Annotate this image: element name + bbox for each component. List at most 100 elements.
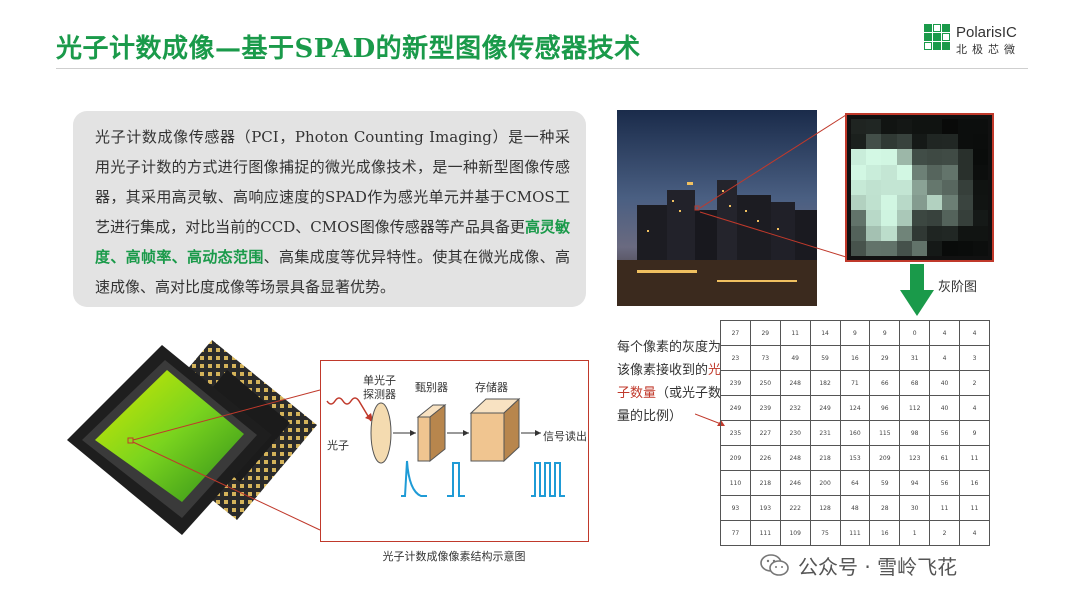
pixel-value-cell: 248 bbox=[779, 370, 811, 396]
zoom-pixel bbox=[896, 225, 912, 241]
zoom-pixel bbox=[972, 119, 988, 135]
zoom-pixel bbox=[851, 210, 867, 226]
zoom-pixel bbox=[896, 210, 912, 226]
pixel-value-cell: 30 bbox=[899, 495, 931, 521]
zoom-pixel bbox=[851, 240, 867, 256]
zoom-pixel bbox=[957, 179, 973, 196]
zoom-pixel bbox=[896, 119, 912, 135]
pixel-value-cell: 218 bbox=[809, 445, 841, 471]
zoom-pixel bbox=[911, 179, 928, 196]
pixel-value-cell: 73 bbox=[749, 345, 781, 371]
wechat-icon bbox=[760, 554, 789, 576]
zoom-pixel bbox=[927, 210, 943, 226]
night-city-photo bbox=[617, 110, 817, 306]
zoom-pixel bbox=[896, 240, 912, 256]
zoom-pixel bbox=[957, 149, 973, 165]
memory-label: 存储器 bbox=[475, 381, 508, 394]
header-divider bbox=[56, 68, 1028, 69]
pixel-value-cell: 94 bbox=[899, 470, 931, 496]
pixel-value-cell: 250 bbox=[749, 370, 781, 396]
pixel-value-cell: 96 bbox=[869, 395, 901, 421]
pixel-value-cell: 111 bbox=[839, 520, 871, 546]
watermark-text: 公众号 · 雪岭飞花 bbox=[798, 554, 958, 579]
readout-label: 信号读出 bbox=[543, 430, 587, 443]
zoom-pixel bbox=[942, 149, 958, 165]
zoom-pixel bbox=[881, 164, 897, 180]
zoom-pixel bbox=[866, 210, 882, 226]
zoom-pixel bbox=[957, 210, 973, 226]
pixel-value-cell: 11 bbox=[779, 320, 811, 346]
spad-label-line2: 探测器 bbox=[363, 388, 396, 401]
pixel-value-cell: 61 bbox=[929, 445, 960, 471]
pixel-value-cell: 49 bbox=[779, 345, 811, 371]
zoom-pixel bbox=[927, 149, 943, 165]
pixel-value-cell: 40 bbox=[929, 370, 960, 396]
zoom-pixel bbox=[881, 210, 897, 226]
pixel-value-cell: 77 bbox=[720, 520, 751, 546]
pixel-value-cell: 246 bbox=[779, 470, 811, 496]
pixel-value-cell: 27 bbox=[720, 320, 751, 346]
discriminator-label: 甄别器 bbox=[415, 381, 448, 394]
zoom-pixel bbox=[866, 225, 882, 241]
pixel-value-cell: 71 bbox=[839, 370, 871, 396]
pixel-value-cell: 14 bbox=[809, 320, 841, 346]
diagram-caption: 光子计数成像像素结构示意图 bbox=[382, 550, 526, 563]
zoom-pixel bbox=[927, 240, 943, 256]
pixel-value-cell: 3 bbox=[959, 345, 990, 371]
zoom-pixel bbox=[972, 149, 988, 165]
pixel-value-cell: 11 bbox=[929, 495, 960, 521]
zoom-pixel bbox=[881, 149, 897, 165]
pixel-value-cell: 218 bbox=[749, 470, 781, 496]
zoom-pixel bbox=[927, 164, 943, 180]
pixel-value-cell: 16 bbox=[839, 345, 871, 371]
pixel-value-cell: 56 bbox=[929, 470, 960, 496]
zoom-pixel bbox=[972, 195, 988, 211]
diagram-graphic bbox=[326, 397, 565, 497]
zoom-pixel bbox=[942, 210, 958, 226]
sensor-chip-image bbox=[67, 340, 321, 535]
zoom-pixel bbox=[942, 164, 958, 180]
zoom-pixel bbox=[851, 134, 867, 150]
pixel-value-cell: 232 bbox=[779, 395, 811, 421]
zoom-pixel bbox=[866, 134, 882, 150]
pixel-value-cell: 110 bbox=[720, 470, 751, 496]
zoom-pixel bbox=[911, 225, 928, 241]
pixel-value-cell: 4 bbox=[959, 320, 990, 346]
pixel-value-cell: 128 bbox=[809, 495, 841, 521]
zoom-pixel bbox=[911, 134, 928, 150]
zoom-pixel bbox=[896, 134, 912, 150]
zoom-pixel bbox=[851, 149, 867, 165]
pixel-value-cell: 123 bbox=[899, 445, 931, 471]
pixel-value-cell: 29 bbox=[869, 345, 901, 371]
pixel-value-cell: 9 bbox=[869, 320, 901, 346]
pixel-value-cell: 56 bbox=[929, 420, 960, 446]
description-part2: 、高集成度等优异特性。使其在微光成像、高速成像、高对比度成像等场景具备显著优势。 bbox=[95, 248, 570, 296]
zoom-pixel bbox=[851, 179, 867, 196]
pixel-value-cell: 59 bbox=[809, 345, 841, 371]
pixel-value-cell: 23 bbox=[720, 345, 751, 371]
zoom-pixel bbox=[896, 164, 912, 180]
pixel-value-cell: 222 bbox=[779, 495, 811, 521]
description-panel bbox=[73, 111, 586, 307]
zoom-pixel bbox=[957, 134, 973, 150]
pixel-value-cell: 48 bbox=[839, 495, 871, 521]
zoom-pixel bbox=[927, 225, 943, 241]
zoom-pixel bbox=[866, 179, 882, 196]
zoom-pixel bbox=[896, 149, 912, 165]
pixel-value-cell: 153 bbox=[839, 445, 871, 471]
description-part1: 光子计数成像传感器（PCI，Photon Counting Imaging）是一… bbox=[95, 128, 570, 236]
pixel-value-cell: 16 bbox=[959, 470, 990, 496]
zoom-pixel bbox=[851, 225, 867, 241]
down-arrow-icon bbox=[900, 264, 934, 316]
zoom-pixel bbox=[896, 179, 912, 196]
zoom-pixel bbox=[851, 164, 867, 180]
pixel-value-cell: 227 bbox=[749, 420, 781, 446]
zoom-pixel bbox=[972, 210, 988, 226]
pixel-value-cell: 59 bbox=[869, 470, 901, 496]
